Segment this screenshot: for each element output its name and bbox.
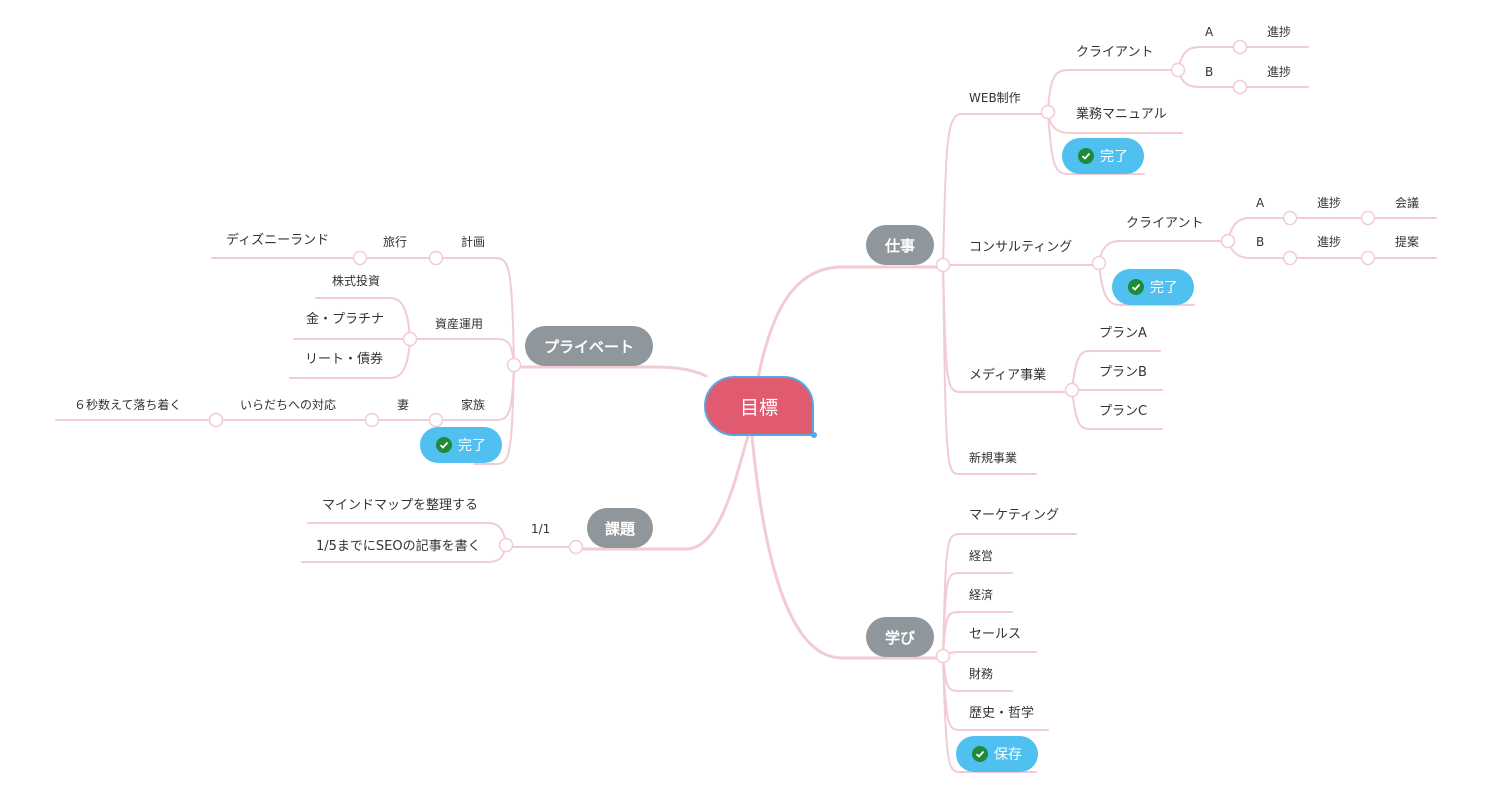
node-management[interactable]: 経営 <box>969 549 994 563</box>
study-save-label: 保存 <box>994 747 1022 763</box>
node-gold-platinum[interactable]: 金・プラチナ <box>306 312 385 327</box>
node-web-client[interactable]: クライアント <box>1076 45 1154 60</box>
node-disneyland[interactable]: ディズニーランド <box>226 233 330 248</box>
topic-study[interactable]: 学び <box>866 617 934 657</box>
check-icon <box>972 746 988 762</box>
central-topic-handle[interactable] <box>811 432 817 438</box>
node-count-six-seconds[interactable]: ６秒数えて落ち着く <box>74 398 182 412</box>
node-seo-article[interactable]: 1/5までにSEOの記事を書く <box>316 539 481 554</box>
consulting-done-label: 完了 <box>1150 280 1178 296</box>
private-done-label: 完了 <box>458 438 486 454</box>
node-plan-a[interactable]: プランA <box>1099 326 1147 341</box>
node-asset-management[interactable]: 資産運用 <box>435 317 484 331</box>
topic-tasks[interactable]: 課題 <box>587 508 653 548</box>
node-consulting-meeting[interactable]: 会議 <box>1395 196 1420 210</box>
tasks-ratio: 1/1 <box>531 522 551 536</box>
topic-work[interactable]: 仕事 <box>866 225 934 265</box>
node-consulting[interactable]: コンサルティング <box>969 240 1073 255</box>
node-consulting-a[interactable]: A <box>1256 196 1265 210</box>
check-icon <box>1128 279 1144 295</box>
node-wife[interactable]: 妻 <box>397 398 410 412</box>
consulting-done-badge[interactable]: 完了 <box>1112 269 1194 305</box>
node-web-manual[interactable]: 業務マニュアル <box>1076 107 1167 122</box>
node-irritation[interactable]: いらだちへの対応 <box>240 398 337 412</box>
node-sales[interactable]: セールス <box>969 627 1022 642</box>
node-marketing[interactable]: マーケティング <box>969 508 1059 523</box>
node-consulting-client[interactable]: クライアント <box>1126 216 1204 231</box>
node-consulting-proposal[interactable]: 提案 <box>1395 235 1420 249</box>
node-plan-c[interactable]: プランC <box>1099 404 1148 419</box>
node-organize-mindmap[interactable]: マインドマップを整理する <box>322 498 479 513</box>
node-consulting-b-progress[interactable]: 進捗 <box>1317 235 1342 249</box>
topic-private-label: プライベート <box>543 337 634 356</box>
central-topic[interactable]: 目標 <box>704 376 814 436</box>
node-reit-bonds[interactable]: リート・債券 <box>305 352 384 367</box>
node-consulting-a-progress[interactable]: 進捗 <box>1317 196 1342 210</box>
node-new-business[interactable]: 新規事業 <box>969 451 1018 465</box>
node-web-client-a[interactable]: A <box>1205 25 1214 39</box>
topic-work-label: 仕事 <box>884 236 915 255</box>
node-consulting-b[interactable]: B <box>1256 235 1265 249</box>
node-plan-b[interactable]: プランB <box>1099 365 1147 380</box>
web-done-badge[interactable]: 完了 <box>1062 138 1144 174</box>
node-family[interactable]: 家族 <box>461 398 486 412</box>
topic-private[interactable]: プライベート <box>525 326 653 366</box>
topic-tasks-label: 課題 <box>604 519 635 538</box>
node-finance[interactable]: 財務 <box>969 667 994 681</box>
node-web-a-progress[interactable]: 進捗 <box>1267 25 1292 39</box>
node-web-b-progress[interactable]: 進捗 <box>1267 65 1292 79</box>
node-web-client-b[interactable]: B <box>1205 65 1214 79</box>
node-media[interactable]: メディア事業 <box>969 368 1047 383</box>
private-done-badge[interactable]: 完了 <box>420 427 502 463</box>
node-history-philosophy[interactable]: 歴史・哲学 <box>969 706 1035 721</box>
check-icon <box>1078 148 1094 164</box>
node-stock-investment[interactable]: 株式投資 <box>332 274 381 288</box>
node-economics[interactable]: 経済 <box>969 588 994 602</box>
central-topic-label: 目標 <box>739 396 778 419</box>
topic-study-label: 学び <box>884 628 915 647</box>
node-travel[interactable]: 旅行 <box>383 235 408 249</box>
node-web[interactable]: WEB制作 <box>969 91 1021 105</box>
web-done-label: 完了 <box>1100 149 1128 165</box>
node-plan[interactable]: 計画 <box>461 235 486 249</box>
check-icon <box>436 437 452 453</box>
study-save-badge[interactable]: 保存 <box>956 736 1038 772</box>
